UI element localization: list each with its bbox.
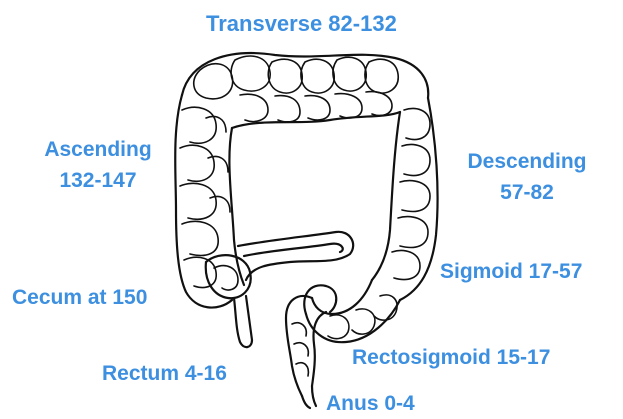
label-ascending-range: 132-147 bbox=[30, 169, 166, 192]
label-cecum: Cecum at 150 bbox=[12, 286, 147, 309]
rectum-folds bbox=[292, 323, 308, 376]
label-descending-name: Descending bbox=[452, 150, 602, 173]
label-rectum: Rectum 4-16 bbox=[102, 362, 227, 385]
terminal-ileum-inner bbox=[244, 244, 343, 256]
sigmoid-haustra bbox=[328, 295, 397, 339]
terminal-ileum bbox=[238, 232, 353, 280]
rectum-inner bbox=[312, 312, 326, 386]
rectum-outer bbox=[286, 296, 312, 396]
label-rectosigmoid: Rectosigmoid 15-17 bbox=[352, 346, 550, 369]
label-descending: Descending 57-82 bbox=[452, 150, 602, 204]
cecum bbox=[206, 255, 251, 298]
descending-colon-inner bbox=[372, 112, 400, 280]
label-anus: Anus 0-4 bbox=[326, 392, 415, 415]
label-transverse: Transverse 82-132 bbox=[206, 12, 397, 36]
ascending-colon-inner bbox=[229, 128, 244, 285]
label-ascending: Ascending 132-147 bbox=[30, 138, 166, 192]
cecum-fold bbox=[214, 266, 238, 290]
anal-canal bbox=[302, 386, 316, 408]
ascending-haustra bbox=[180, 107, 230, 287]
label-ascending-name: Ascending bbox=[30, 138, 166, 161]
transverse-haustra bbox=[194, 56, 398, 122]
label-sigmoid: Sigmoid 17-57 bbox=[440, 260, 582, 283]
label-descending-range: 57-82 bbox=[452, 181, 602, 204]
ascending-colon-outer bbox=[175, 95, 232, 308]
appendix bbox=[234, 296, 252, 347]
